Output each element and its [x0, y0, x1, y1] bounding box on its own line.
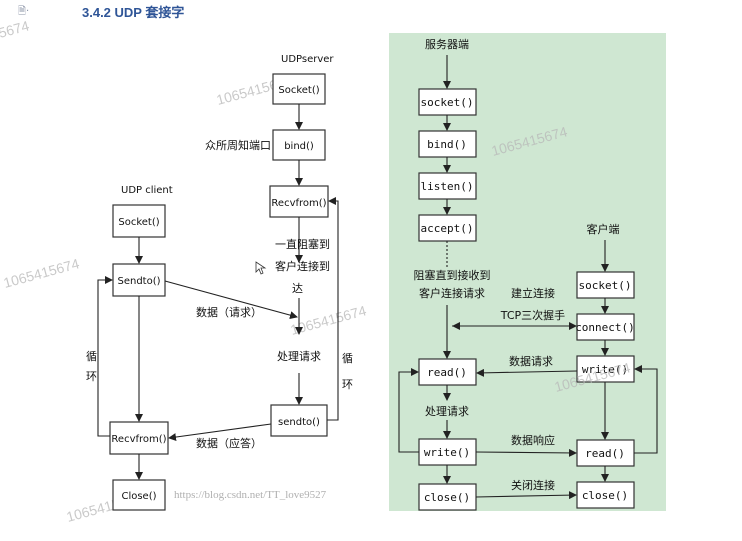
tcp-block-line2: 客户连接请求 — [419, 286, 485, 300]
tcp-server-read-box — [418, 358, 477, 386]
tcp-close-connection-label: 关闭连接 — [511, 478, 555, 492]
tcp-server-bind-label: bind() — [427, 138, 467, 151]
block-label-line1: 一直阻塞到 — [275, 237, 330, 251]
udp-server-sendto-label: sendto() — [278, 417, 320, 428]
tcp-client-read-label: read() — [585, 447, 625, 460]
udp-server-socket-box — [272, 73, 326, 105]
udp-server-socket-label: Socket() — [278, 85, 319, 96]
watermark: 1065415674 — [289, 302, 369, 338]
udp-server-recvfrom-label: Recvfrom() — [271, 198, 326, 209]
udp-client-sendto-label: Sendto() — [117, 276, 160, 287]
client-loop-char2: 环 — [86, 370, 97, 383]
udp-client-socket-box — [112, 204, 166, 238]
tcp-client-close-box — [576, 481, 635, 509]
udp-diagram: UDPserver UDP client Socket() bind() Rec… — [86, 54, 353, 511]
tcp-server-accept-box — [418, 214, 477, 242]
tcp-client-write-label: write() — [582, 363, 628, 376]
tcp-client-close-label: close() — [582, 489, 628, 502]
tcp-process-request-label: 处理请求 — [425, 405, 469, 418]
tcp-client-connect-label: connect() — [575, 321, 635, 334]
tcp-data-response-label: 数据响应 — [511, 433, 555, 447]
well-known-port-label: 众所周知端口 — [205, 138, 271, 152]
tcp-server-accept-label: accept() — [421, 222, 474, 235]
tcp-data-request-label: 数据请求 — [509, 354, 553, 368]
server-loop-char2: 环 — [342, 378, 353, 391]
tcp-block-line1: 阻塞直到接收到 — [414, 268, 491, 282]
tcp-server-socket-box — [418, 88, 477, 116]
tcp-server-read-label: read() — [427, 366, 467, 379]
tcp-client-socket-box — [576, 271, 635, 299]
block-label-line3: 达 — [292, 282, 303, 295]
block-label-line2: 客户连接到 — [275, 259, 330, 273]
udp-client-title: UDP client — [121, 185, 173, 196]
tcp-diagram: 服务器端 客户端 socket() bind() listen() accept… — [389, 33, 666, 511]
tcp-client-title: 客户端 — [587, 222, 620, 236]
udp-server-title: UDPserver — [281, 54, 334, 65]
mouse-cursor-icon — [255, 261, 267, 275]
udp-client-close-box — [112, 479, 166, 511]
tcp-client-socket-label: socket() — [579, 279, 632, 292]
udp-server-bind-label: bind() — [284, 141, 314, 152]
client-loop-char1: 循 — [86, 350, 97, 363]
watermark: 1065415674 — [2, 255, 82, 291]
udp-client-close-label: Close() — [121, 491, 156, 502]
tcp-server-write-label: write() — [424, 446, 470, 459]
udp-client-recvfrom-box — [109, 421, 169, 455]
data-request-label: 数据（请求） — [196, 305, 262, 319]
tcp-server-close-label: close() — [424, 491, 470, 504]
tcp-server-listen-label: listen() — [421, 180, 474, 193]
document-icon: 🗎· — [18, 6, 30, 17]
blog-url: https://blog.csdn.net/TT_love9527 — [174, 489, 327, 501]
establish-connection-label: 建立连接 — [511, 286, 555, 300]
tcp-server-title: 服务器端 — [425, 38, 469, 51]
server-loop-char1: 循 — [342, 352, 353, 365]
process-request-label: 处理请求 — [277, 350, 321, 363]
udp-client-recvfrom-label: Recvfrom() — [111, 434, 166, 445]
tcp-server-listen-box — [418, 172, 477, 200]
tcp-handshake-label: TCP三次握手 — [500, 308, 565, 322]
udp-client-socket-label: Socket() — [118, 217, 159, 228]
tcp-server-socket-label: socket() — [421, 96, 474, 109]
section-title: 3.4.2 UDP 套接字 — [82, 5, 185, 20]
tcp-server-write-box — [418, 438, 477, 466]
data-response-label: 数据（应答） — [196, 436, 262, 450]
watermark: 5674 — [0, 17, 31, 41]
